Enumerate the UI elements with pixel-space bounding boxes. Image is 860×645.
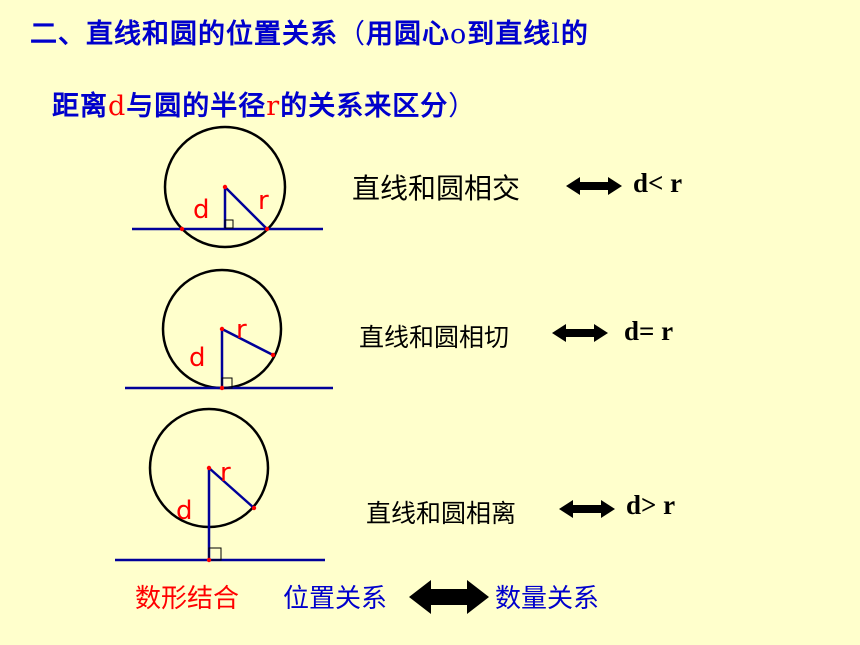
right-angle-separate [208,547,222,561]
title-d: d [108,91,127,122]
d-label-2: d [189,343,206,373]
dot-center-1 [222,184,228,190]
relation-label-intersect: 直线和圆相交 [352,172,521,205]
title-line2-mid: 与圆的半径 [126,91,267,122]
title-line-1: 二、直线和圆的位置关系（用圆心o到直线l的 [30,12,589,51]
dot-radius-3 [251,505,257,511]
d-label-1: d [193,195,210,225]
title-r: r [266,91,281,122]
right-angle-intersect [224,219,234,229]
figure-intersect: d r [132,125,323,249]
title-prefix: 二、直线和圆的位置关系 [30,19,338,50]
double-arrow-icon-1 [566,177,622,195]
bottom-right-text: 数量关系 [495,584,600,614]
r-label-2: r [236,315,247,345]
r-segment-intersect [224,186,268,230]
relation-label-separate: 直线和圆相离 [366,499,517,528]
bottom-left-text: 数形结合 [135,584,240,614]
title-line2-end: 的关系来区分 [280,91,449,122]
title-paren-open: （ [338,19,366,50]
condition-tangent: d= r [624,316,674,346]
bottom-middle-text: 位置关系 [283,584,388,614]
dot-radius-2 [270,352,276,358]
r-label-3: r [220,458,231,488]
dot-foot-3 [206,557,212,563]
dot-right-1 [264,226,270,232]
right-angle-tangent [221,377,233,389]
condition-intersect: d< r [633,168,683,198]
title-mid2: 到直线 [467,19,552,50]
figure-tangent: d r [125,268,333,391]
dot-left-1 [179,226,185,232]
d-label-3: d [176,496,193,526]
dot-center-3 [206,465,212,471]
double-arrow-icon-3 [559,500,615,518]
title-line2-start: 距离 [52,91,108,122]
condition-separate: d> r [626,490,676,520]
title-l: l [551,19,561,50]
title-o: o [450,19,468,50]
double-arrow-icon-bottom [409,580,489,614]
title-end1: 的 [560,19,589,50]
dot-foot-2 [219,385,225,391]
circle-intersect [163,125,287,249]
figure-separate: d r [115,407,325,563]
relation-label-tangent: 直线和圆相切 [359,323,510,352]
r-segment-separate [208,467,255,509]
r-segment-tangent [221,327,274,357]
title-mid1: 用圆心 [366,19,450,50]
dot-center-2 [219,326,225,332]
r-label-1: r [258,186,269,216]
title-line-2: 距离d与圆的半径r的关系来区分） [52,84,476,123]
double-arrow-icon-2 [552,324,608,342]
title-paren-close: ） [448,91,477,122]
